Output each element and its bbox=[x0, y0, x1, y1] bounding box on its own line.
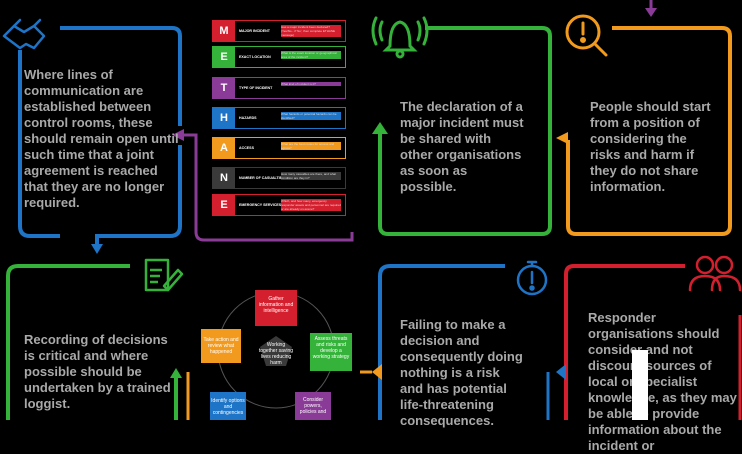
methane-row: M MAJOR INCIDENT Has a major incident been… bbox=[212, 20, 346, 42]
methane-letter: A bbox=[213, 138, 235, 158]
jdm-label-action: Take action and review what happened bbox=[203, 337, 239, 355]
bell-icon bbox=[371, 16, 429, 59]
stopwatch-warning-icon bbox=[516, 260, 548, 296]
methane-letter: N bbox=[213, 168, 235, 188]
methane-title: EMERGENCY SERVICES bbox=[239, 203, 282, 207]
methane-title: MAJOR INCIDENT bbox=[239, 29, 270, 33]
jdm-step-gather bbox=[255, 290, 297, 326]
methane-title: NUMBER OF CASUALTIES bbox=[239, 176, 285, 180]
panel-text-declaration: The declaration of a major incident must… bbox=[400, 99, 524, 194]
methane-letter: T bbox=[213, 78, 235, 98]
jdm-label-identify: Identify options and contingencies bbox=[211, 398, 245, 416]
jdm-step-assess bbox=[310, 333, 352, 371]
methane-description: What kind of incident is it? bbox=[281, 82, 341, 86]
panel-text-failing: Failing to make a decision and consequen… bbox=[400, 317, 523, 428]
methane-description: What is the exact location or geographic… bbox=[281, 51, 341, 59]
jdm-label-consider: Consider powers, policies and bbox=[299, 397, 327, 415]
methane-letter: E bbox=[213, 47, 235, 67]
overlay-strip bbox=[632, 350, 648, 420]
panel-text-risks: People should start from a position of c… bbox=[590, 99, 711, 194]
methane-description: What hazards or potential hazards can be… bbox=[281, 112, 341, 120]
methane-title: HAZARDS bbox=[239, 116, 257, 120]
handshake-icon bbox=[2, 18, 46, 50]
jdm-label-assess: Assess threats and risks and develop a w… bbox=[312, 336, 350, 360]
jdm-label-gather: Gather information and intelligence bbox=[258, 296, 294, 314]
jdm-step-consider bbox=[295, 392, 331, 420]
jdm-step-action bbox=[201, 329, 241, 363]
jdm-center-label: Working together saving lives reducing h… bbox=[258, 342, 294, 366]
methane-row: A ACCESS What are the best routes for acce… bbox=[212, 137, 346, 159]
notepad-pen-icon bbox=[144, 258, 184, 292]
methane-description: What are the best routes for access and … bbox=[281, 142, 341, 150]
jdm-diagram bbox=[201, 290, 352, 420]
flow-lines bbox=[6, 0, 742, 420]
panel-text-control-rooms: Where lines of communication are establi… bbox=[24, 67, 179, 210]
methane-title: ACCESS bbox=[239, 146, 254, 150]
methane-row: E EXACT LOCATION What is the exact locatio… bbox=[212, 46, 346, 68]
methane-row: H HAZARDS What hazards or potential hazard… bbox=[212, 107, 346, 129]
panel-text-recording: Recording of decisions is critical and w… bbox=[24, 332, 171, 411]
methane-title: TYPE OF INCIDENT bbox=[239, 86, 273, 90]
methane-description: Which, and how many, emergency responder… bbox=[281, 199, 341, 211]
jdm-step-identify bbox=[210, 392, 246, 420]
methane-letter: H bbox=[213, 108, 235, 128]
icons-layer bbox=[2, 14, 742, 296]
people-icon bbox=[688, 255, 742, 292]
methane-title: EXACT LOCATION bbox=[239, 55, 271, 59]
methane-row: T TYPE OF INCIDENT What kind of incident i… bbox=[212, 77, 346, 99]
methane-description: How many casualties are there, and what … bbox=[281, 172, 341, 180]
methane-letter: M bbox=[213, 21, 235, 41]
methane-letter: E bbox=[213, 195, 235, 215]
methane-description: Has a major incident been declared? (Yes… bbox=[281, 25, 341, 37]
magnifier-warning-icon bbox=[565, 14, 608, 57]
